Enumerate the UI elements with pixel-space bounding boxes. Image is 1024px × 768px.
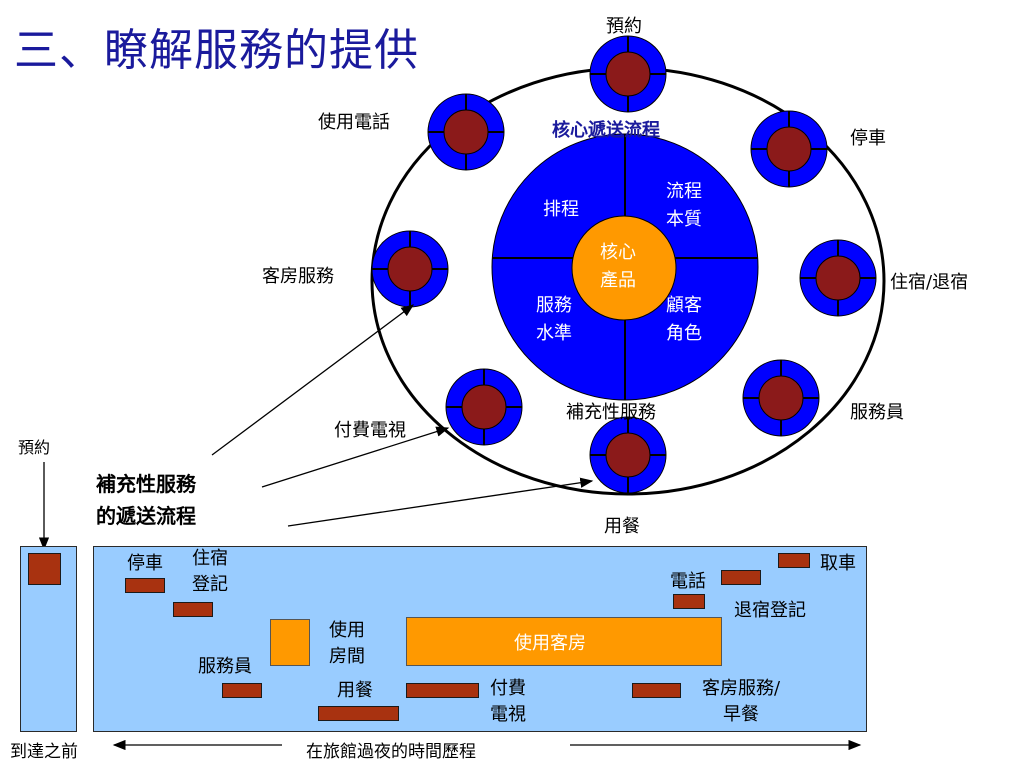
bar-checkout [721, 570, 761, 585]
satellite-pay-tv [445, 368, 523, 446]
bar-stay [406, 617, 722, 666]
core-delivery-process-label: 核心遞送流程 [552, 120, 660, 141]
label-dining: 用餐 [604, 516, 640, 537]
quadrant-customer-role: 顧客 角色 [666, 295, 702, 344]
tl-label-checkout: 退宿登記 [734, 600, 806, 621]
label-room-service: 客房服務 [262, 266, 334, 287]
satellite-bellhop [742, 359, 820, 437]
tl-label-stay: 使用客房 [514, 633, 586, 654]
label-bellhop: 服務員 [850, 402, 904, 423]
core-product-circle [571, 215, 677, 321]
tl-label-phone: 電話 [670, 571, 706, 592]
axis-label-stay-timeline: 在旅館過夜的時間歷程 [306, 742, 476, 762]
satellite-room-service [371, 230, 449, 308]
tl-label-dining: 用餐 [337, 680, 373, 701]
bar-parking [125, 578, 165, 593]
bar-checkin [173, 602, 213, 617]
bar-dining [318, 706, 399, 721]
satellite-checkin-checkout [799, 239, 877, 317]
label-pay-tv: 付費電視 [334, 420, 406, 441]
label-pre-reservation: 預約 [18, 438, 51, 457]
reservation-block [28, 553, 61, 585]
bar-use-room-short [270, 619, 310, 666]
satellite-parking [750, 110, 828, 188]
label-reservation: 預約 [606, 16, 642, 37]
satellite-dining [589, 416, 667, 494]
bar-pay-tv [406, 683, 479, 698]
tl-label-parking: 停車 [127, 553, 163, 574]
tl-label-use-room: 使用 房間 [329, 620, 365, 667]
quadrant-process-nature: 流程 本質 [666, 181, 702, 230]
quadrant-scheduling: 排程 [543, 199, 579, 220]
tl-label-checkin: 住宿 登記 [192, 548, 228, 595]
tl-label-room-service: 客房服務/ 早餐 [702, 678, 781, 725]
bar-pickup [778, 553, 810, 568]
supplementary-delivery-callout: 補充性服務 的遞送流程 [96, 472, 196, 528]
bar-bellhop [222, 683, 262, 698]
tl-label-pay-tv: 付費 電視 [490, 678, 526, 725]
label-phone: 使用電話 [318, 112, 390, 133]
label-parking: 停車 [850, 128, 886, 149]
callout-arrow-1 [211, 304, 415, 456]
callout-arrow-2 [261, 426, 450, 488]
callout-arrow-3 [287, 477, 594, 527]
bar-phone [673, 594, 705, 609]
tl-label-bellhop: 服務員 [198, 656, 252, 677]
page-title: 三、瞭解服務的提供 [14, 25, 419, 76]
core-product-label: 核心 產品 [600, 242, 636, 291]
axis-label-before-arrival: 到達之前 [10, 742, 78, 762]
tl-label-pickup: 取車 [820, 553, 856, 574]
satellite-reservation [589, 35, 667, 113]
satellite-phone [427, 93, 505, 171]
bar-room-service [632, 683, 681, 698]
label-checkin-checkout: 住宿/退宿 [890, 272, 969, 293]
supplementary-service-label: 補充性服務 [566, 402, 656, 423]
quadrant-service-level: 服務 水準 [536, 295, 572, 344]
